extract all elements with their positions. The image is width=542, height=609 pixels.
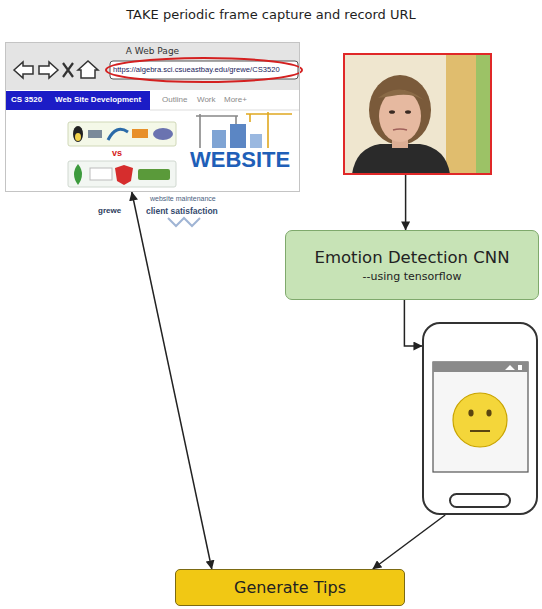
- building: [230, 124, 246, 148]
- phone-art: [433, 362, 528, 507]
- versus-mark: vs: [112, 148, 122, 158]
- nav-rule: [150, 110, 300, 111]
- building: [250, 134, 262, 148]
- mouth: [393, 129, 407, 130]
- webcam-photo: [343, 53, 492, 175]
- status-icons: [505, 365, 522, 370]
- building: [212, 130, 226, 148]
- mysql-logo: [108, 129, 128, 140]
- shirt: [352, 144, 450, 174]
- node-text: Emotion Detection CNN: [314, 248, 509, 267]
- express-logo: [90, 168, 112, 180]
- face: [379, 90, 421, 142]
- neutral-face: [453, 393, 507, 447]
- word-cloud-art: [168, 218, 200, 226]
- face-eye: [486, 410, 491, 417]
- node-text: https://algebra.sci.csueastbay.edu/grewe…: [113, 65, 280, 74]
- flow-arrow: [404, 300, 422, 346]
- url-box: [110, 61, 298, 79]
- cloud-word: client satisfaction: [146, 206, 218, 216]
- process-box: Emotion Detection CNN --using tensorflow: [285, 230, 539, 300]
- angular-logo: [115, 165, 133, 185]
- linux-logo: [75, 133, 81, 141]
- logo: [132, 129, 148, 138]
- apache-logo: [88, 130, 102, 138]
- node-text: --using tensorflow: [363, 270, 462, 283]
- phone-display: [422, 322, 538, 515]
- hair: [369, 75, 431, 145]
- hair-fringe: [378, 89, 424, 100]
- eye: [389, 110, 395, 114]
- node-text: More+: [224, 95, 247, 104]
- url-highlight: [106, 58, 302, 82]
- linux-logo: [73, 126, 83, 142]
- photo-door: [446, 54, 476, 174]
- photo-wall: [344, 54, 491, 174]
- php-logo: [153, 128, 173, 140]
- flow-arrow: [132, 192, 212, 569]
- webcam-photo-art: [344, 54, 491, 174]
- face-mouth: [470, 430, 490, 432]
- node-text: Web Site Development: [55, 95, 141, 104]
- crane: [246, 112, 292, 148]
- cloud-word: website maintenance: [150, 195, 216, 202]
- status-bar: [433, 362, 528, 372]
- logo-strip: [68, 122, 176, 146]
- back-icon: [14, 62, 33, 78]
- logo-row: [68, 122, 176, 146]
- node-text: CS 3520: [11, 95, 42, 104]
- diagram-title: TAKE periodic frame capture and record U…: [0, 7, 542, 22]
- logo-row: [68, 161, 176, 187]
- banner-word: WEBSITE: [190, 147, 290, 173]
- home-icon: [78, 61, 98, 78]
- browser-toolbar: [5, 42, 300, 90]
- nav-bar: [5, 91, 150, 110]
- output-box: Generate Tips: [175, 569, 405, 606]
- phone-screen: [433, 362, 528, 472]
- node-text: Work: [197, 95, 216, 104]
- face-eye: [468, 410, 473, 417]
- construction-picture: [196, 112, 292, 148]
- logo-strip: [68, 161, 176, 187]
- eye: [405, 110, 411, 114]
- photo-plant: [476, 54, 491, 174]
- node-text: Generate Tips: [234, 578, 346, 597]
- node-logo: [138, 169, 170, 180]
- home-button: [450, 494, 510, 507]
- close-icon: [63, 63, 73, 77]
- forward-icon: [39, 62, 58, 78]
- node-text: A Web Page: [6, 46, 299, 56]
- cloud-word: grewe: [98, 206, 121, 215]
- flow-arrow: [373, 515, 445, 569]
- flow-arrow: [405, 175, 407, 230]
- mongodb-logo: [74, 164, 82, 185]
- node-text: Outline: [162, 95, 187, 104]
